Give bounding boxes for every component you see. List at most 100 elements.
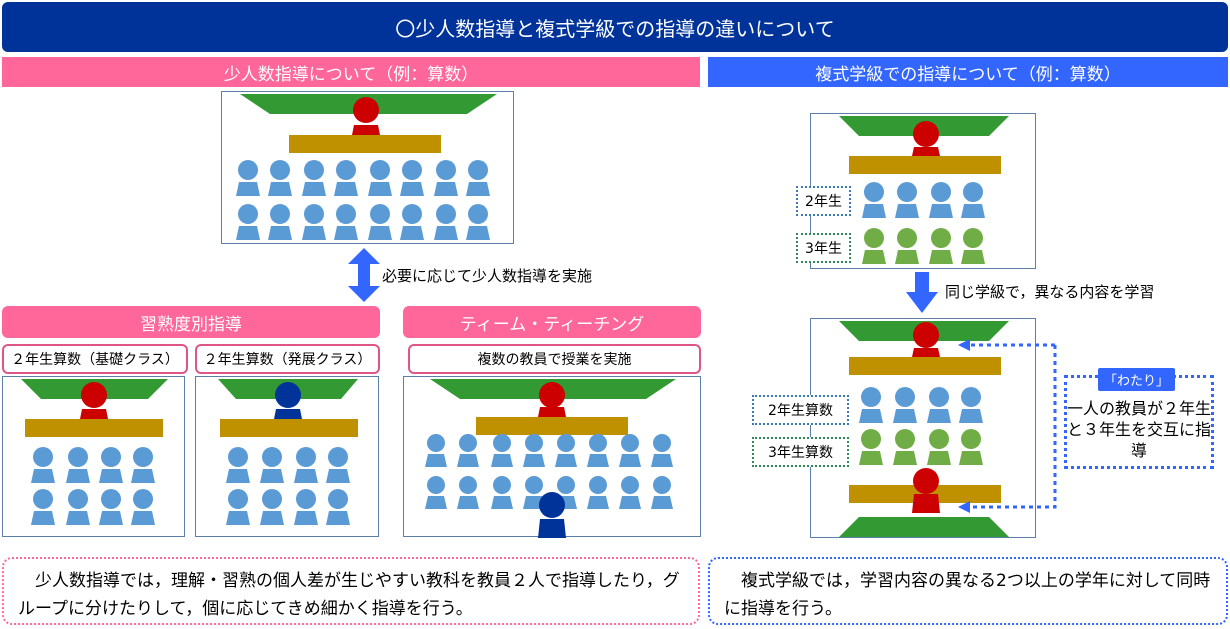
student-icon [961, 387, 981, 407]
student-icon [328, 447, 348, 467]
classroom-team-drawing [425, 379, 676, 538]
student-icon [238, 204, 258, 224]
student-icon [262, 489, 282, 509]
student-body [927, 409, 951, 423]
student-body [334, 182, 358, 196]
student-body [651, 454, 673, 467]
student-body [425, 454, 447, 467]
student-body [466, 182, 490, 196]
student-icon [459, 476, 477, 494]
student-body [587, 454, 609, 467]
student-body [959, 409, 983, 423]
student-body [587, 496, 609, 509]
student-icon [895, 429, 915, 449]
multigrade-summary: 複式学級では，学習内容の異なる2つ以上の学年に対して同時に指導を行う。 [708, 557, 1228, 625]
student-body [302, 182, 326, 196]
student-icon [861, 387, 881, 407]
classroom-top-drawing [236, 94, 497, 240]
student-body [895, 204, 919, 218]
student-icon [370, 160, 390, 180]
student-icon [468, 160, 488, 180]
student-body [226, 469, 250, 483]
student-icon [864, 182, 884, 202]
student-icon [296, 489, 316, 509]
student-body [859, 451, 883, 465]
student-body [236, 182, 260, 196]
student-icon [963, 182, 983, 202]
team-teaching-header: ティーム・ティーチング [403, 306, 701, 338]
student-icon [101, 447, 121, 467]
grade2-label: 2年生 [796, 186, 851, 216]
student-body [425, 496, 447, 509]
student-icon [861, 429, 881, 449]
student-body [226, 511, 250, 525]
grade3-math-label: 3年生算数 [752, 437, 849, 467]
student-icon [895, 387, 915, 407]
student-icon [653, 476, 671, 494]
student-body [434, 226, 458, 240]
multigrade-header: 複式学級での指導について（例：算数） [708, 57, 1228, 87]
student-icon [427, 476, 445, 494]
student-icon [262, 447, 282, 467]
student-icon [864, 228, 884, 248]
page-title: 〇少人数指導と複式学級での指導の違いについて [2, 2, 1228, 52]
student-icon [897, 228, 917, 248]
student-icon [228, 489, 248, 509]
down-arrow-icon [906, 272, 938, 313]
student-body [961, 204, 985, 218]
small-group-summary: 少人数指導では，理解・習熟の個人差が生じやすい教科を教員２人で指導したり，グルー… [2, 557, 700, 625]
student-body [302, 226, 326, 240]
student-body [294, 469, 318, 483]
student-icon [304, 160, 324, 180]
student-body [260, 511, 284, 525]
right-arrow-caption: 同じ学級で，異なる内容を学習 [945, 283, 1155, 301]
watari-text: 一人の教員が２年生と３年生を交互に指導 [1067, 399, 1212, 460]
student-body [131, 511, 155, 525]
student-body [434, 182, 458, 196]
student-icon [270, 204, 290, 224]
student-body [929, 250, 953, 264]
student-icon [493, 476, 511, 494]
small-group-header: 少人数指導について（例：算数） [2, 57, 700, 87]
student-icon [931, 182, 951, 202]
student-icon [304, 204, 324, 224]
classroom-team-teaching [403, 376, 701, 538]
student-body [457, 496, 479, 509]
student-icon [525, 476, 543, 494]
classroom-advanced-drawing [218, 379, 358, 525]
student-body [523, 454, 545, 467]
classroom-top [221, 91, 514, 244]
proficiency-header: 習熟度別指導 [2, 306, 380, 338]
student-icon [296, 447, 316, 467]
student-icon [931, 228, 951, 248]
student-body [31, 469, 55, 483]
student-icon [929, 387, 949, 407]
student-body [260, 469, 284, 483]
student-body [491, 496, 513, 509]
grade2-math-label: 2年生算数 [752, 395, 849, 425]
student-body [927, 451, 951, 465]
student-body [961, 250, 985, 264]
student-icon [929, 429, 949, 449]
student-body [236, 226, 260, 240]
classroom-basic [2, 376, 185, 537]
student-body [619, 454, 641, 467]
student-icon [963, 228, 983, 248]
student-body [368, 226, 392, 240]
student-icon [133, 489, 153, 509]
student-icon [436, 204, 456, 224]
student-body [555, 454, 577, 467]
student-icon [238, 160, 258, 180]
team-teaching-label: 複数の教員で授業を実施 [408, 344, 701, 374]
student-body [334, 226, 358, 240]
student-icon [133, 447, 153, 467]
student-icon [621, 434, 639, 452]
classroom-multigrade-bottom-drawing [839, 321, 1009, 537]
student-body [491, 454, 513, 467]
student-body [31, 511, 55, 525]
student-body [99, 511, 123, 525]
classroom-multigrade-top-drawing [839, 116, 1009, 264]
student-icon [370, 204, 390, 224]
student-icon [653, 434, 671, 452]
watari-connector-arrows [958, 339, 1057, 513]
